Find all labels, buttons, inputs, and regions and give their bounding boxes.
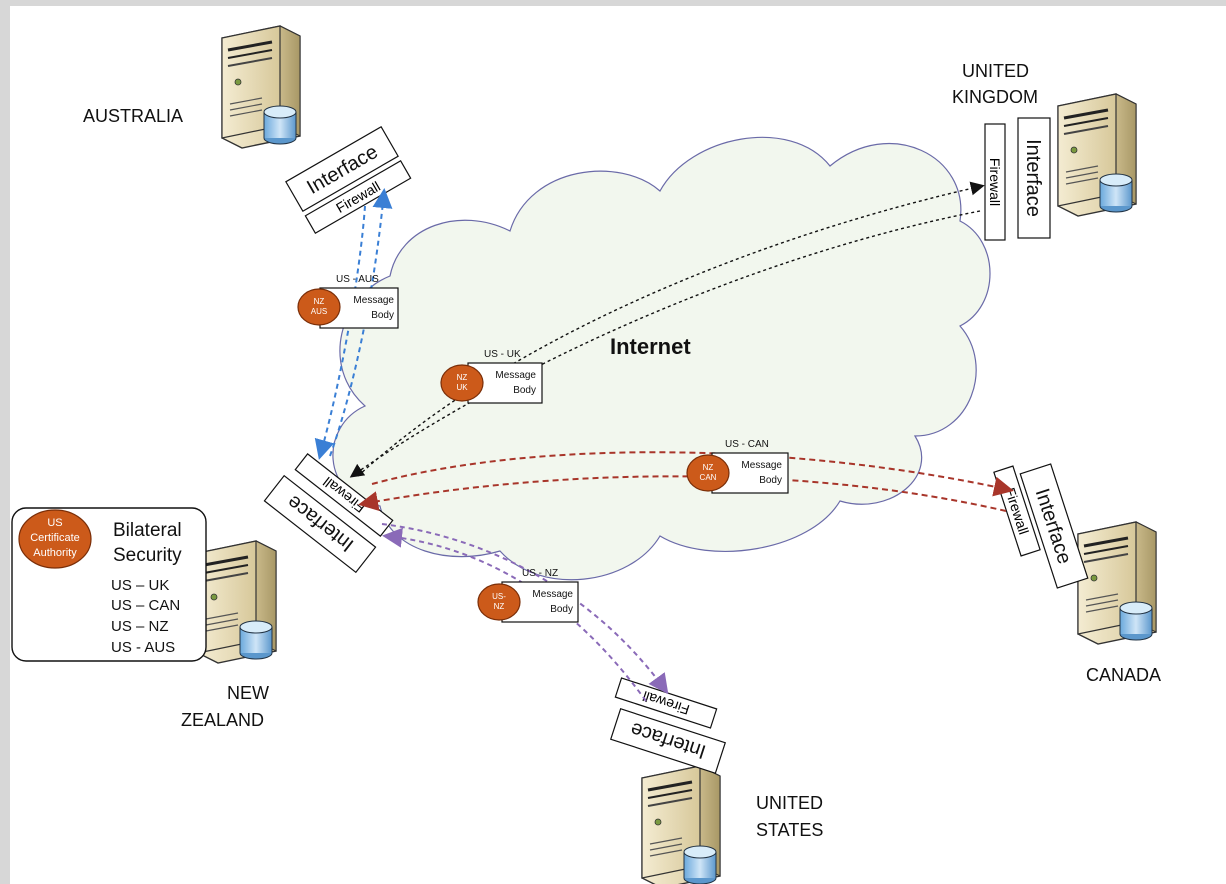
us-label-line2: STATES <box>756 820 823 840</box>
svg-text:Interface: Interface <box>1022 139 1044 217</box>
svg-text:NZ: NZ <box>314 297 325 306</box>
svg-text:NZ: NZ <box>494 602 505 611</box>
nz-label-line1: NEW <box>227 683 269 703</box>
svg-text:Body: Body <box>759 475 782 486</box>
internet-cloud <box>332 136 991 581</box>
svg-text:Body: Body <box>550 604 573 615</box>
security-title-line1: Bilateral <box>113 520 182 541</box>
svg-text:Body: Body <box>371 310 394 321</box>
svg-text:Message: Message <box>495 370 536 381</box>
uk-firewall-box: Firewall <box>984 123 1006 241</box>
aus-link-inbound <box>314 205 366 460</box>
uk-label-line1: UNITED <box>962 61 1029 81</box>
svg-text:Body: Body <box>513 385 536 396</box>
diagram-canvas: Internet AUSTRALIA Interface Firewall UN… <box>10 6 1226 884</box>
network-diagram: Internet AUSTRALIA Interface Firewall UN… <box>11 24 1161 884</box>
ca-seal: US Certificate Authority <box>18 509 92 569</box>
canada-server-icon <box>1076 520 1158 646</box>
us-server-icon <box>640 764 722 884</box>
svg-text:Firewall: Firewall <box>987 158 1003 206</box>
uk-link-outbound <box>357 181 985 477</box>
svg-text:NZ: NZ <box>457 373 468 382</box>
canada-label: CANADA <box>1086 665 1161 685</box>
svg-text:AUS: AUS <box>311 307 327 316</box>
uk-server-icon <box>1056 92 1138 218</box>
svg-text:US - NZ: US - NZ <box>522 568 558 579</box>
svg-text:US-: US- <box>492 592 506 601</box>
uk-link-inbound <box>349 210 981 478</box>
message-us-can: US - CAN Message Body NZ CAN <box>686 439 789 494</box>
us-link-outbound <box>381 523 669 695</box>
svg-text:US - UK: US - UK <box>484 349 521 360</box>
message-us-aus: US - AUS Message Body NZ AUS <box>297 274 399 329</box>
security-pair: US - AUS <box>111 639 175 656</box>
svg-text:Certificate: Certificate <box>30 532 80 544</box>
svg-text:Message: Message <box>741 460 782 471</box>
security-pair: US – CAN <box>111 597 180 614</box>
message-us-nz: US - NZ Message Body US- NZ <box>477 568 579 623</box>
uk-label-line2: KINGDOM <box>952 87 1038 107</box>
svg-text:Message: Message <box>532 589 573 600</box>
internet-label: Internet <box>610 334 691 359</box>
uk-interface-box: Interface <box>1017 117 1051 239</box>
svg-text:UK: UK <box>456 383 468 392</box>
security-pair: US – NZ <box>111 618 169 635</box>
australia-server-icon <box>220 24 302 150</box>
canada-interface-box: Interface <box>1019 463 1089 589</box>
svg-text:US - CAN: US - CAN <box>725 439 769 450</box>
nz-label-line2: ZEALAND <box>181 710 264 730</box>
svg-text:CAN: CAN <box>700 473 717 482</box>
aus-link-outbound <box>329 188 393 457</box>
nz-server-icon <box>196 539 278 665</box>
can-link-outbound <box>371 451 1014 497</box>
message-us-uk: US - UK Message Body NZ UK <box>440 349 543 404</box>
security-pair: US – UK <box>111 577 169 594</box>
svg-text:NZ: NZ <box>703 463 714 472</box>
us-label-line1: UNITED <box>756 793 823 813</box>
svg-text:US - AUS: US - AUS <box>336 274 379 285</box>
security-title-line2: Security <box>113 545 182 566</box>
svg-text:US: US <box>47 517 62 529</box>
svg-text:Message: Message <box>353 295 394 306</box>
svg-text:Authority: Authority <box>33 547 77 559</box>
australia-label: AUSTRALIA <box>83 106 183 126</box>
